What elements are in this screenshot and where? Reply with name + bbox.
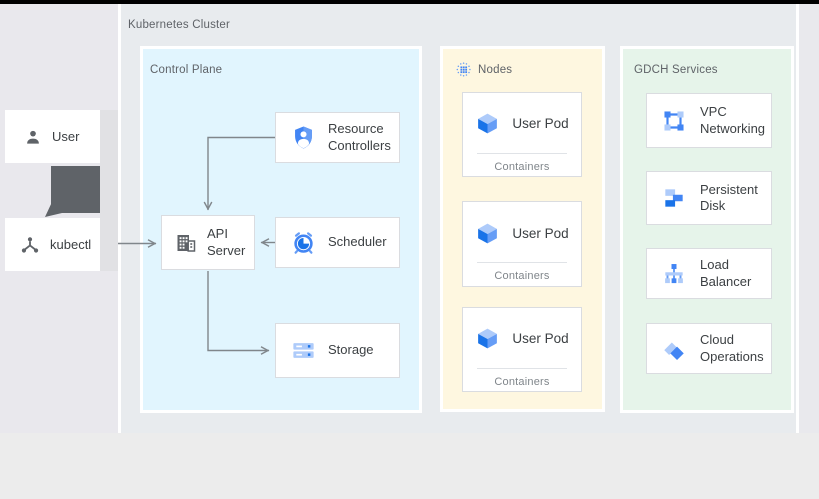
vpc-networking-node: VPC Networking bbox=[646, 93, 772, 148]
gdch-services-title: GDCH Services bbox=[634, 64, 718, 76]
resource-controllers-label: Resource Controllers bbox=[328, 121, 391, 153]
resource-controllers-icon bbox=[290, 124, 317, 151]
kubernetes-cluster-label: Kubernetes Cluster bbox=[128, 19, 231, 31]
user-pod-2: User Pod Containers bbox=[462, 201, 582, 287]
pod-divider bbox=[477, 262, 567, 263]
persistent-disk-label: Persistent Disk bbox=[700, 181, 758, 213]
user-node: User bbox=[5, 110, 100, 163]
pod-cube-icon bbox=[475, 221, 500, 246]
storage-icon bbox=[290, 337, 317, 364]
user-label: User bbox=[52, 129, 80, 144]
api-server-node: API Server bbox=[161, 215, 255, 270]
persistent-disk-node: Persistent Disk bbox=[646, 171, 772, 225]
user-pod-label: User Pod bbox=[512, 331, 569, 346]
bottom-background-band bbox=[0, 433, 819, 499]
control-plane-title: Control Plane bbox=[150, 64, 223, 76]
storage-node: Storage bbox=[275, 323, 400, 378]
user-pod-label: User Pod bbox=[512, 116, 569, 131]
containers-label: Containers bbox=[494, 270, 550, 282]
kubectl-label: kubectl bbox=[50, 237, 92, 252]
right-background-sliver bbox=[799, 4, 819, 433]
kubectl-icon bbox=[19, 234, 41, 256]
scheduler-icon bbox=[290, 229, 317, 256]
top-black-bar bbox=[0, 0, 819, 4]
storage-label: Storage bbox=[328, 342, 374, 358]
pod-cube-icon bbox=[475, 111, 500, 136]
cloud-operations-node: Cloud Operations bbox=[646, 323, 772, 374]
scheduler-label: Scheduler bbox=[328, 234, 387, 250]
actor-column-shadow bbox=[100, 110, 118, 271]
scheduler-node: Scheduler bbox=[275, 217, 400, 268]
containers-label: Containers bbox=[494, 160, 550, 173]
pod-cube-icon bbox=[475, 326, 500, 351]
pod-divider bbox=[477, 367, 567, 369]
nodes-icon bbox=[454, 60, 472, 78]
api-server-label: API Server bbox=[207, 226, 246, 258]
api-server-icon bbox=[174, 231, 198, 255]
nodes-title: Nodes bbox=[478, 64, 513, 76]
user-pod-3: User Pod Containers bbox=[462, 307, 582, 392]
cluster-left-border bbox=[118, 4, 121, 433]
load-balancer-node: Load Balancer bbox=[646, 248, 772, 299]
cluster-right-border bbox=[796, 4, 799, 433]
load-balancer-icon bbox=[661, 261, 687, 287]
persistent-disk-icon bbox=[661, 185, 687, 211]
user-pod-1: User Pod Containers bbox=[462, 92, 582, 177]
load-balancer-label: Load Balancer bbox=[700, 257, 752, 289]
cloud-operations-label: Cloud Operations bbox=[700, 332, 764, 364]
pod-divider bbox=[477, 152, 567, 154]
resource-controllers-node: Resource Controllers bbox=[275, 112, 400, 163]
containers-label: Containers bbox=[494, 375, 550, 388]
user-pod-label: User Pod bbox=[512, 225, 569, 241]
kubectl-node: kubectl bbox=[5, 218, 100, 271]
cloud-operations-icon bbox=[661, 336, 687, 362]
vpc-networking-label: VPC Networking bbox=[700, 104, 766, 136]
vpc-networking-icon bbox=[661, 108, 687, 134]
user-icon bbox=[23, 127, 43, 147]
